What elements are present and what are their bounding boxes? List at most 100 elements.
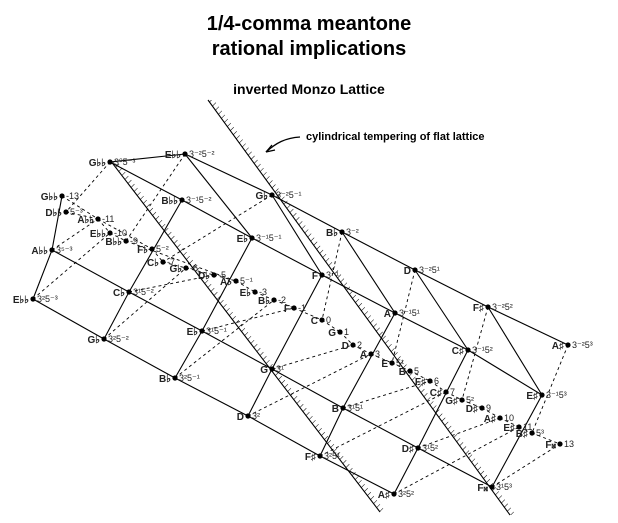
lattice-node-note: D♯ [466,404,478,415]
lattice-node: E♭3¹5⁻¹ [187,326,227,338]
lattice-node-dot [269,192,275,198]
lattice-edge [32,298,105,340]
lattice-node-note: A♯ [484,414,496,425]
lattice-node-dot [415,445,421,451]
lattice-node: C♯7 [430,387,455,399]
lattice-node-exponent: 5³ [536,428,544,438]
lattice-node-note: A♭♭ [31,246,48,257]
lattice-node-dot [479,405,485,411]
lattice-node-dot [49,247,55,253]
lattice-node-exponent: -1 [298,303,306,313]
lattice-node-dot [269,366,275,372]
lattice-node-note: E♭ [187,327,199,338]
lattice-edge [174,330,203,379]
lattice-node-note: G♭♭ [41,192,58,203]
annotation-arrow [265,136,301,153]
lattice-node: B♭♭3⁻¹5⁻² [161,195,211,207]
lattice-edge [417,349,469,449]
lattice-node-dot [183,265,189,271]
lattice-node-exponent: 3⁻²5⁻¹ [276,190,302,200]
lattice-node-exponent: 5⁻¹ [240,276,253,286]
lattice-edge [184,153,273,196]
lattice-edge-dashed [128,274,215,293]
lattice-edge-dashed [271,344,354,370]
lattice-node: B♭3⁻² [326,227,359,239]
annotation-text: cylindrical tempering of flat lattice [306,131,485,143]
lattice-node-dot [271,297,277,303]
lattice-node: F-1 [284,303,306,315]
lattice-node-dot [179,197,185,203]
lattice-node-dot [392,310,398,316]
lattice-node: E♯11 [503,422,532,434]
lattice-node-note: F♯ [415,377,426,388]
lattice-node-note: D♯ [402,444,414,455]
lattice-node: E♯ 3⁻¹5³ [526,390,566,402]
lattice-edge [487,306,543,396]
lattice-node: E♭3⁻¹5⁻¹ [237,233,282,245]
lattice-node-note: D [404,266,411,277]
lattice-node-exponent: 5⁻² [156,244,169,254]
lattice-node-exponent: 7 [450,387,455,397]
lattice-node-dot [172,375,178,381]
lattice-node: F𝄪3¹5³ [477,482,512,494]
lattice-node-exponent: 10 [504,413,514,423]
lattice-node-dot [30,296,36,302]
lattice-node-exponent: 3² [252,411,260,421]
lattice-node-exponent: 3⁻¹5⁻² [186,195,212,205]
lattice-node-exponent: 3⁻¹5³ [546,390,567,400]
lattice-node-note: D♭ [198,271,210,282]
lattice-node-dot [391,491,397,497]
lattice-node-dot [412,267,418,273]
lattice-edge [417,447,493,488]
lattice-edge [414,269,489,308]
lattice-edge [51,195,63,251]
lattice-node-note: G [260,365,268,376]
lattice-node-exponent: -13 [66,191,79,201]
lattice-edge-dashed [201,307,295,332]
lattice-node-dot [427,378,433,384]
lattice-edge [319,455,395,495]
lattice-node-dot [337,329,343,335]
lattice-node-exponent: -5 [218,270,226,280]
lattice-node-dot [539,392,545,398]
lattice-node: B♯5³ [516,428,544,440]
lattice-node-exponent: -3 [259,287,267,297]
lattice-node: F♭5⁻² [137,244,169,256]
lattice-edge-dashed [370,353,393,364]
lattice-edge-dashed [65,161,111,213]
lattice-node: A♭5⁻¹ [220,276,253,288]
lattice-node-dot [465,347,471,353]
lattice-node-note: E♯ [526,391,538,402]
lattice-node-exponent: 6 [434,376,439,386]
lattice-edge-dashed [235,280,256,293]
lattice-node-dot [59,193,65,199]
lattice-node-note: G♭♭ [89,158,106,169]
lattice-node-exponent: 3²5⁻³ [37,294,58,304]
cylinder-band [109,99,516,516]
lattice-node-note: D♭♭ [45,208,62,219]
lattice-node: D♭ -5 [198,270,226,282]
lattice-node-exponent: -6 [190,263,198,273]
page-title-line-2: rational implications [211,38,407,60]
lattice-node-dot [368,351,374,357]
lattice-node-dot [516,424,522,430]
lattice-node: F♯ 6 [415,376,439,388]
lattice-node-note: A [384,309,391,320]
lattice-node-exponent: 5¹ [396,358,404,368]
lattice-node-exponent: -7 [167,257,175,267]
annotation-arrowhead [265,144,276,153]
lattice-node-dot [350,342,356,348]
lattice-node-note: B [399,367,406,378]
lattice-node-dot [291,305,297,311]
lattice-node: C♯3⁻¹5² [452,345,493,357]
lattice-edge [109,153,186,163]
lattice-node-exponent: -11 [102,214,114,224]
lattice-edge [487,306,569,346]
lattice-node-exponent: 3¹5⁻² [133,287,154,297]
lattice-node: G♭-6 [170,263,199,275]
lattice-node-dot [497,415,503,421]
lattice-node-note: B♭ [326,228,338,239]
lattice-node-note: G♭ [88,335,101,346]
